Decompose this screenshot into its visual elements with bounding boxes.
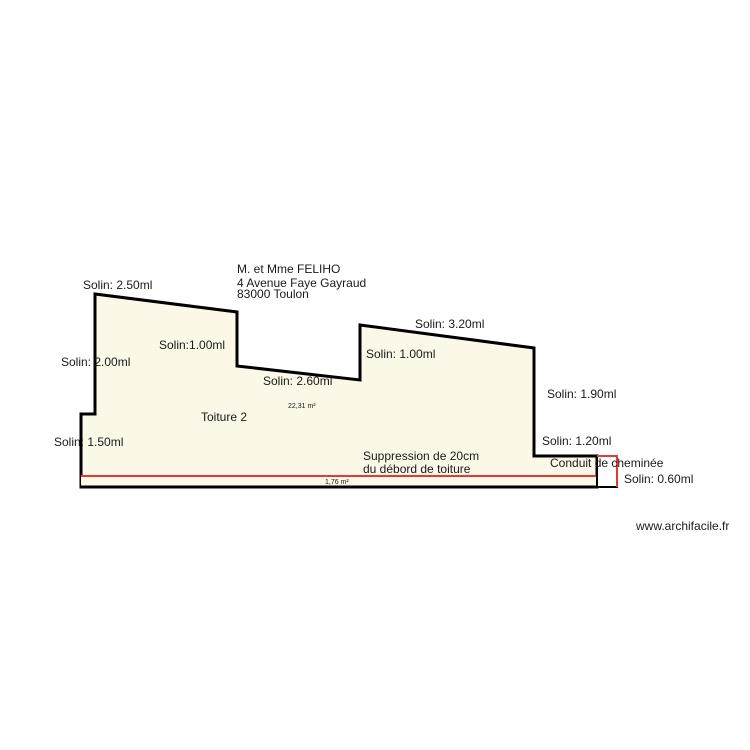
suppression-note-line2: du débord de toiture: [363, 462, 471, 476]
watermark: www.archifacile.fr: [635, 519, 729, 533]
roof-outline[interactable]: [79, 292, 599, 489]
chimney-red-edge: [597, 455, 618, 487]
solin-left-lower: Solin: 1.50ml: [54, 435, 123, 449]
client-address: 4 Avenue Faye Gayraud: [237, 276, 366, 290]
eave-strip[interactable]: [81, 476, 597, 487]
strip-area: 1,76 m²: [325, 479, 349, 486]
solin-step-right: Solin: 1.20ml: [542, 434, 611, 448]
solin-step-2: Solin: 1.00ml: [366, 347, 435, 361]
solin-top-right: Solin: 3.20ml: [415, 317, 484, 331]
client-city: 83000 Toulon: [237, 287, 309, 301]
solin-chimney: Solin: 0.60ml: [624, 472, 693, 486]
solin-right: Solin: 1.90ml: [547, 387, 616, 401]
chimney-label: Conduit de cheminée: [550, 456, 664, 470]
solin-left-upper: Solin: 2.00ml: [61, 355, 130, 369]
suppression-note-line1: Suppression de 20cm: [363, 449, 479, 463]
solin-top-left: Solin: 2.50ml: [83, 278, 152, 292]
roof-name: Toiture 2: [201, 410, 247, 424]
client-name: M. et Mme FELIHO: [237, 262, 340, 276]
solin-step-1: Solin:1.00ml: [159, 338, 225, 352]
solin-valley: Solin: 2.60ml: [263, 374, 332, 388]
roof-area: 22,31 m²: [288, 403, 316, 410]
